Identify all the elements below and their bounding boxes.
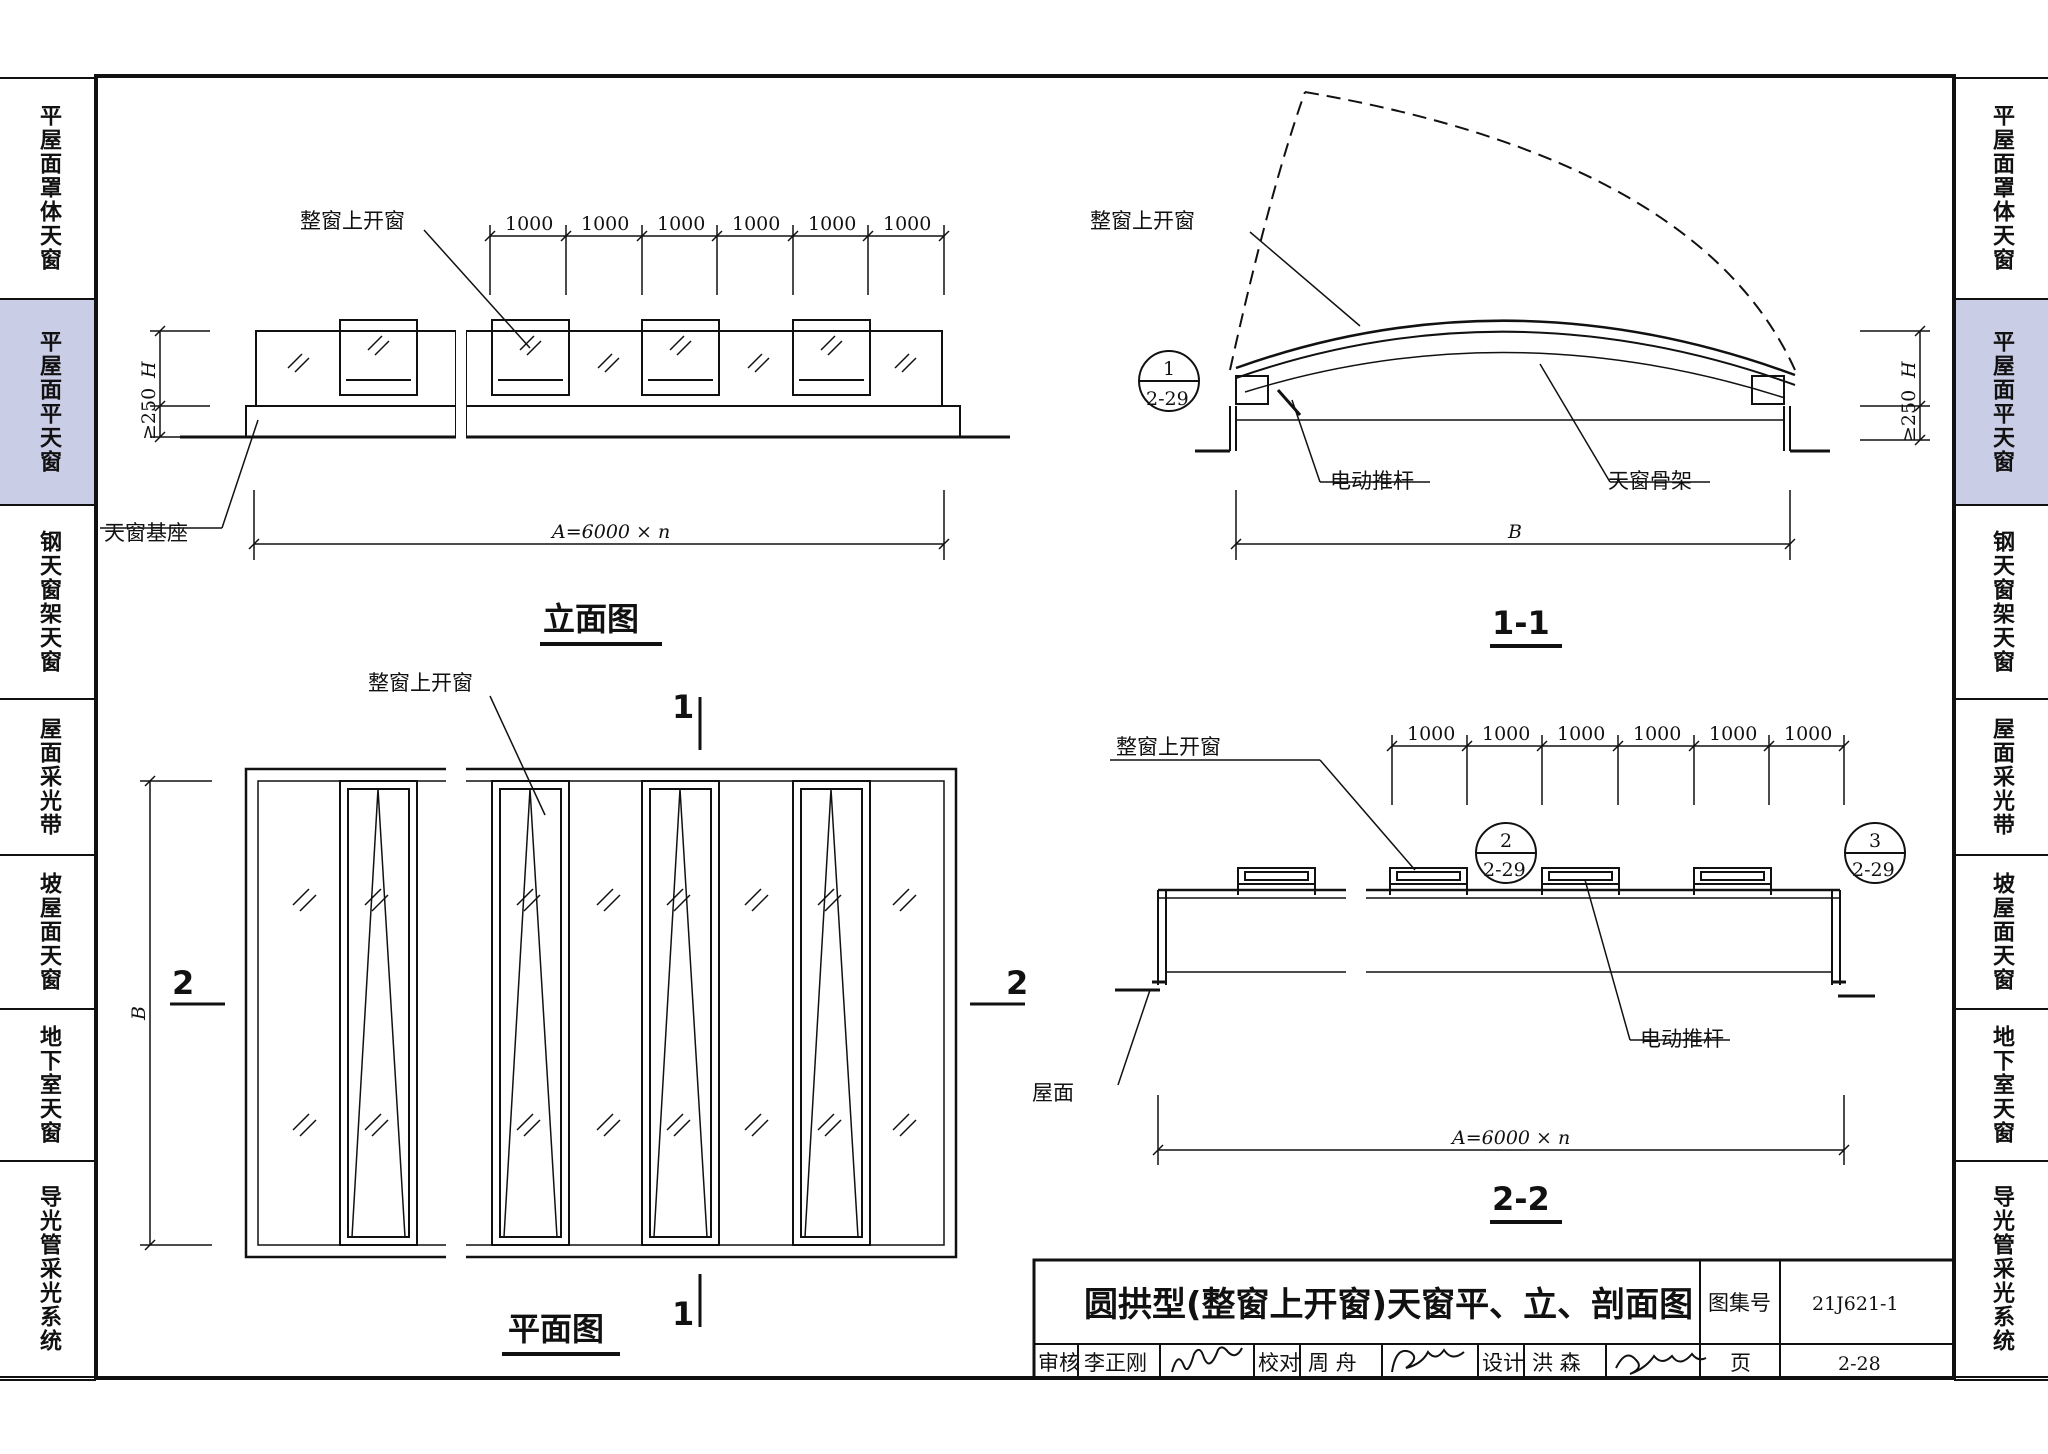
elevation-base-label: 天窗基座 bbox=[104, 521, 188, 545]
title-block bbox=[1032, 1258, 1956, 1380]
check-label: 校对 bbox=[1258, 1351, 1300, 1375]
dim-text: 1000 bbox=[1557, 723, 1605, 745]
page-number: 2-28 bbox=[1838, 1353, 1881, 1375]
dim-text: 1000 bbox=[1633, 723, 1681, 745]
elevation-dims: 1000 1000 1000 1000 1000 1000 A=6000 × n… bbox=[138, 213, 931, 543]
reviewer-name: 李正刚 bbox=[1084, 1351, 1147, 1375]
elevation-window-label: 整窗上开窗 bbox=[300, 209, 405, 233]
section22-ref3-page: 2-29 bbox=[1852, 859, 1895, 881]
side-nav-tab[interactable]: 钢天窗架天窗 bbox=[0, 506, 96, 700]
dim-text: 1000 bbox=[883, 213, 931, 235]
section22-title: 2-2 bbox=[1492, 1180, 1550, 1218]
plan-cut-2-left: 2 bbox=[172, 964, 194, 1002]
dim-250-text: ≥250 bbox=[138, 388, 160, 440]
section22-window-label: 整窗上开窗 bbox=[1116, 735, 1221, 759]
side-nav-tab-label: 平屋面罩体天窗 bbox=[36, 104, 61, 272]
section11-ref-page: 2-29 bbox=[1146, 388, 1189, 410]
sheet-title: 圆拱型(整窗上开窗)天窗平、立、剖面图 bbox=[1084, 1285, 1693, 1325]
dim-text: 1000 bbox=[657, 213, 705, 235]
side-nav-tab-label: 平屋面罩体天窗 bbox=[1989, 104, 2014, 272]
checker-signature bbox=[1391, 1348, 1465, 1373]
dim-text: 1000 bbox=[1709, 723, 1757, 745]
checker-name: 周 舟 bbox=[1308, 1351, 1357, 1375]
section22-ref3-num: 3 bbox=[1869, 830, 1881, 852]
side-nav-tab[interactable]: 地下室天窗 bbox=[1954, 1010, 2048, 1162]
section11-title: 1-1 bbox=[1492, 604, 1550, 642]
section22-dims: 1000 1000 1000 1000 1000 1000 bbox=[1407, 723, 1832, 745]
page-label: 页 bbox=[1730, 1351, 1751, 1375]
side-nav-tab[interactable]: 屋面采光带 bbox=[0, 700, 96, 856]
section11-frame-label: 天窗骨架 bbox=[1608, 469, 1692, 493]
side-nav-tab[interactable]: 坡屋面天窗 bbox=[0, 856, 96, 1010]
side-nav-tab-label: 地下室天窗 bbox=[1989, 1025, 2014, 1145]
dim-text: 1000 bbox=[732, 213, 780, 235]
section11-window-label: 整窗上开窗 bbox=[1090, 209, 1195, 233]
plan-cut-2-right: 2 bbox=[1006, 964, 1028, 1002]
designer-signature bbox=[1615, 1352, 1707, 1375]
dim-a-text: A=6000 × n bbox=[550, 521, 670, 543]
dim-text: 1000 bbox=[1407, 723, 1455, 745]
side-nav-tab-label: 钢天窗架天窗 bbox=[1989, 530, 2014, 674]
section-1-1-view bbox=[1138, 91, 1930, 560]
section22-ref2-num: 2 bbox=[1500, 830, 1512, 852]
side-nav-tab-label: 导光管采光系统 bbox=[36, 1185, 61, 1353]
plan-cut-1-top: 1 bbox=[672, 688, 694, 726]
side-nav-tab-label: 平屋面平天窗 bbox=[1989, 330, 2014, 474]
plan-window-label: 整窗上开窗 bbox=[368, 671, 473, 695]
plan-dim-b: B bbox=[128, 1006, 150, 1021]
side-nav-tab[interactable]: 屋面采光带 bbox=[1954, 700, 2048, 856]
section22-ref2-page: 2-29 bbox=[1483, 859, 1526, 881]
plan-view bbox=[140, 695, 1025, 1327]
side-nav-tab-label: 屋面采光带 bbox=[36, 717, 61, 837]
elevation-view bbox=[100, 225, 1010, 560]
dim-text: 1000 bbox=[581, 213, 629, 235]
dim-text: 1000 bbox=[1482, 723, 1530, 745]
elevation-title: 立面图 bbox=[543, 600, 639, 638]
side-nav-tab-label: 地下室天窗 bbox=[36, 1025, 61, 1145]
side-nav-tab[interactable]: 坡屋面天窗 bbox=[1954, 856, 2048, 1010]
side-nav-tab-label: 钢天窗架天窗 bbox=[36, 530, 61, 674]
section11-dim-b: B bbox=[1507, 521, 1522, 543]
side-nav-tab-label: 坡屋面天窗 bbox=[1989, 872, 2014, 992]
elevation-sashes bbox=[339, 319, 871, 396]
design-label: 设计 bbox=[1482, 1351, 1524, 1375]
dim-text: 1000 bbox=[1784, 723, 1832, 745]
side-nav-tab-label: 坡屋面天窗 bbox=[36, 872, 61, 992]
side-nav-tab-label: 导光管采光系统 bbox=[1989, 1185, 2014, 1353]
side-nav-tab[interactable]: 钢天窗架天窗 bbox=[1954, 506, 2048, 700]
dim-h-text: H bbox=[138, 361, 160, 379]
side-nav-tab[interactable]: 导光管采光系统 bbox=[1954, 1162, 2048, 1378]
dim-text: 1000 bbox=[808, 213, 856, 235]
review-label: 审核 bbox=[1038, 1351, 1080, 1375]
main-frame bbox=[94, 74, 1956, 1380]
side-panel-borders bbox=[0, 77, 2048, 1381]
side-nav-tab-label: 屋面采光带 bbox=[1989, 717, 2014, 837]
section11-dim-250: ≥250 bbox=[1898, 390, 1920, 442]
section22-actuator-label: 电动推杆 bbox=[1640, 1027, 1724, 1051]
section22-roof-label: 屋面 bbox=[1032, 1081, 1074, 1105]
section11-ref-num: 1 bbox=[1163, 358, 1175, 380]
side-nav-tab[interactable]: 平屋面罩体天窗 bbox=[0, 78, 96, 300]
plan-title: 平面图 bbox=[508, 1310, 604, 1348]
side-nav-tab[interactable]: 平屋面平天窗 bbox=[1954, 300, 2048, 506]
atlas-number: 21J621-1 bbox=[1812, 1293, 1899, 1315]
reviewer-signature bbox=[1171, 1346, 1243, 1373]
side-nav-tab[interactable]: 导光管采光系统 bbox=[0, 1162, 96, 1378]
section-2-2-view bbox=[1110, 735, 1906, 1165]
section11-actuator-label: 电动推杆 bbox=[1330, 469, 1414, 493]
atlas-label: 图集号 bbox=[1708, 1291, 1771, 1315]
side-nav-tab-label: 平屋面平天窗 bbox=[36, 330, 61, 474]
section11-dim-h: H bbox=[1898, 361, 1920, 379]
plan-cut-1-bottom: 1 bbox=[672, 1295, 694, 1333]
dim-text: 1000 bbox=[505, 213, 553, 235]
side-nav-tab[interactable]: 平屋面平天窗 bbox=[0, 300, 96, 506]
side-nav-tab[interactable]: 地下室天窗 bbox=[0, 1010, 96, 1162]
designer-name: 洪 森 bbox=[1532, 1351, 1581, 1375]
signatures bbox=[1171, 1346, 1707, 1375]
section22-dim-a: A=6000 × n bbox=[1450, 1127, 1570, 1149]
side-nav-tab[interactable]: 平屋面罩体天窗 bbox=[1954, 78, 2048, 300]
